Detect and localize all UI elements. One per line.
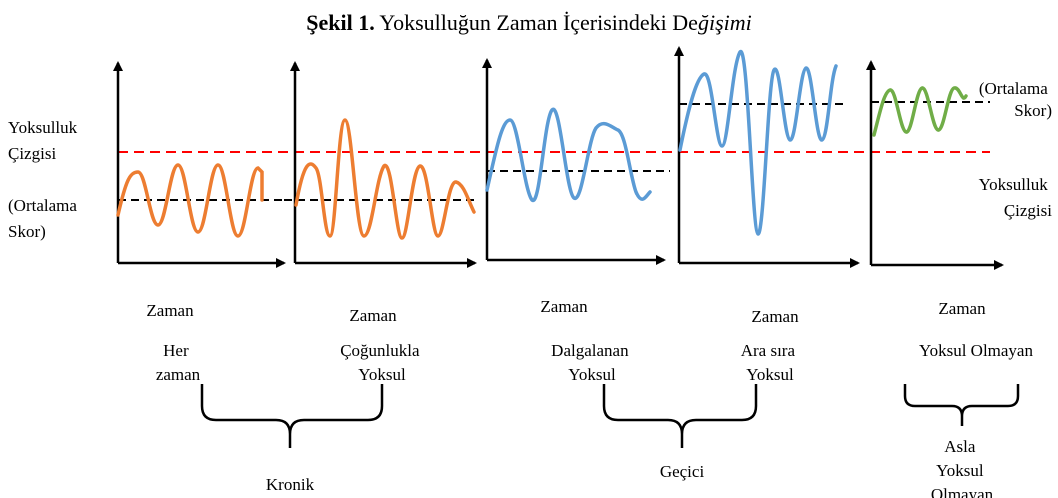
figure-title: Şekil 1. Yoksulluğun Zaman İçerisindeki … [306,10,752,35]
panel-dalgalanan-yoksul [482,58,670,265]
panel-ara-sira-yoksul [674,46,860,268]
category-her-zaman: Her zaman [156,341,201,384]
panel-yoksul-olmayan [866,60,1004,270]
time-label-1: Zaman [146,301,194,320]
right-poverty-line-label: Yoksulluk Çizgisi [979,175,1053,220]
group-label-kronik: Kronik [266,475,315,494]
time-label-3: Zaman [540,297,588,316]
left-poverty-line-label: Yoksulluk Çizgisi [8,118,81,163]
group-label-gecici: Geçici [660,462,705,481]
income-curve [294,118,476,240]
category-dalgalanan-yoksul: Dalgalanan Yoksul [551,341,633,384]
time-label-4: Zaman [751,307,799,326]
income-curve [678,50,838,236]
panel-her-zaman [113,61,286,268]
income-curve [872,86,968,137]
panel-cogunlukla-yoksul [284,61,477,268]
brace-gecici [602,384,758,448]
category-ara-sira-yoksul: Ara sıra Yoksul [741,341,800,384]
category-yoksul-olmayan: Yoksul Olmayan [919,341,1033,360]
category-cogunlukla-yoksul: Çoğunlukla Yoksul [340,341,424,384]
brace-asla-yoksul-olmayan [903,384,1020,426]
brace-kronik [200,384,384,448]
right-average-score-label: (Ortalama Skor) [979,79,1052,120]
left-average-score-label: (Ortalama Skor) [8,196,81,241]
time-label-2: Zaman [349,306,397,325]
income-curve [485,107,652,202]
income-curve [116,163,264,238]
group-label-asla-yoksul-olmayan: Asla Yoksul Olmayan [931,437,994,498]
time-label-5: Zaman [938,299,986,318]
